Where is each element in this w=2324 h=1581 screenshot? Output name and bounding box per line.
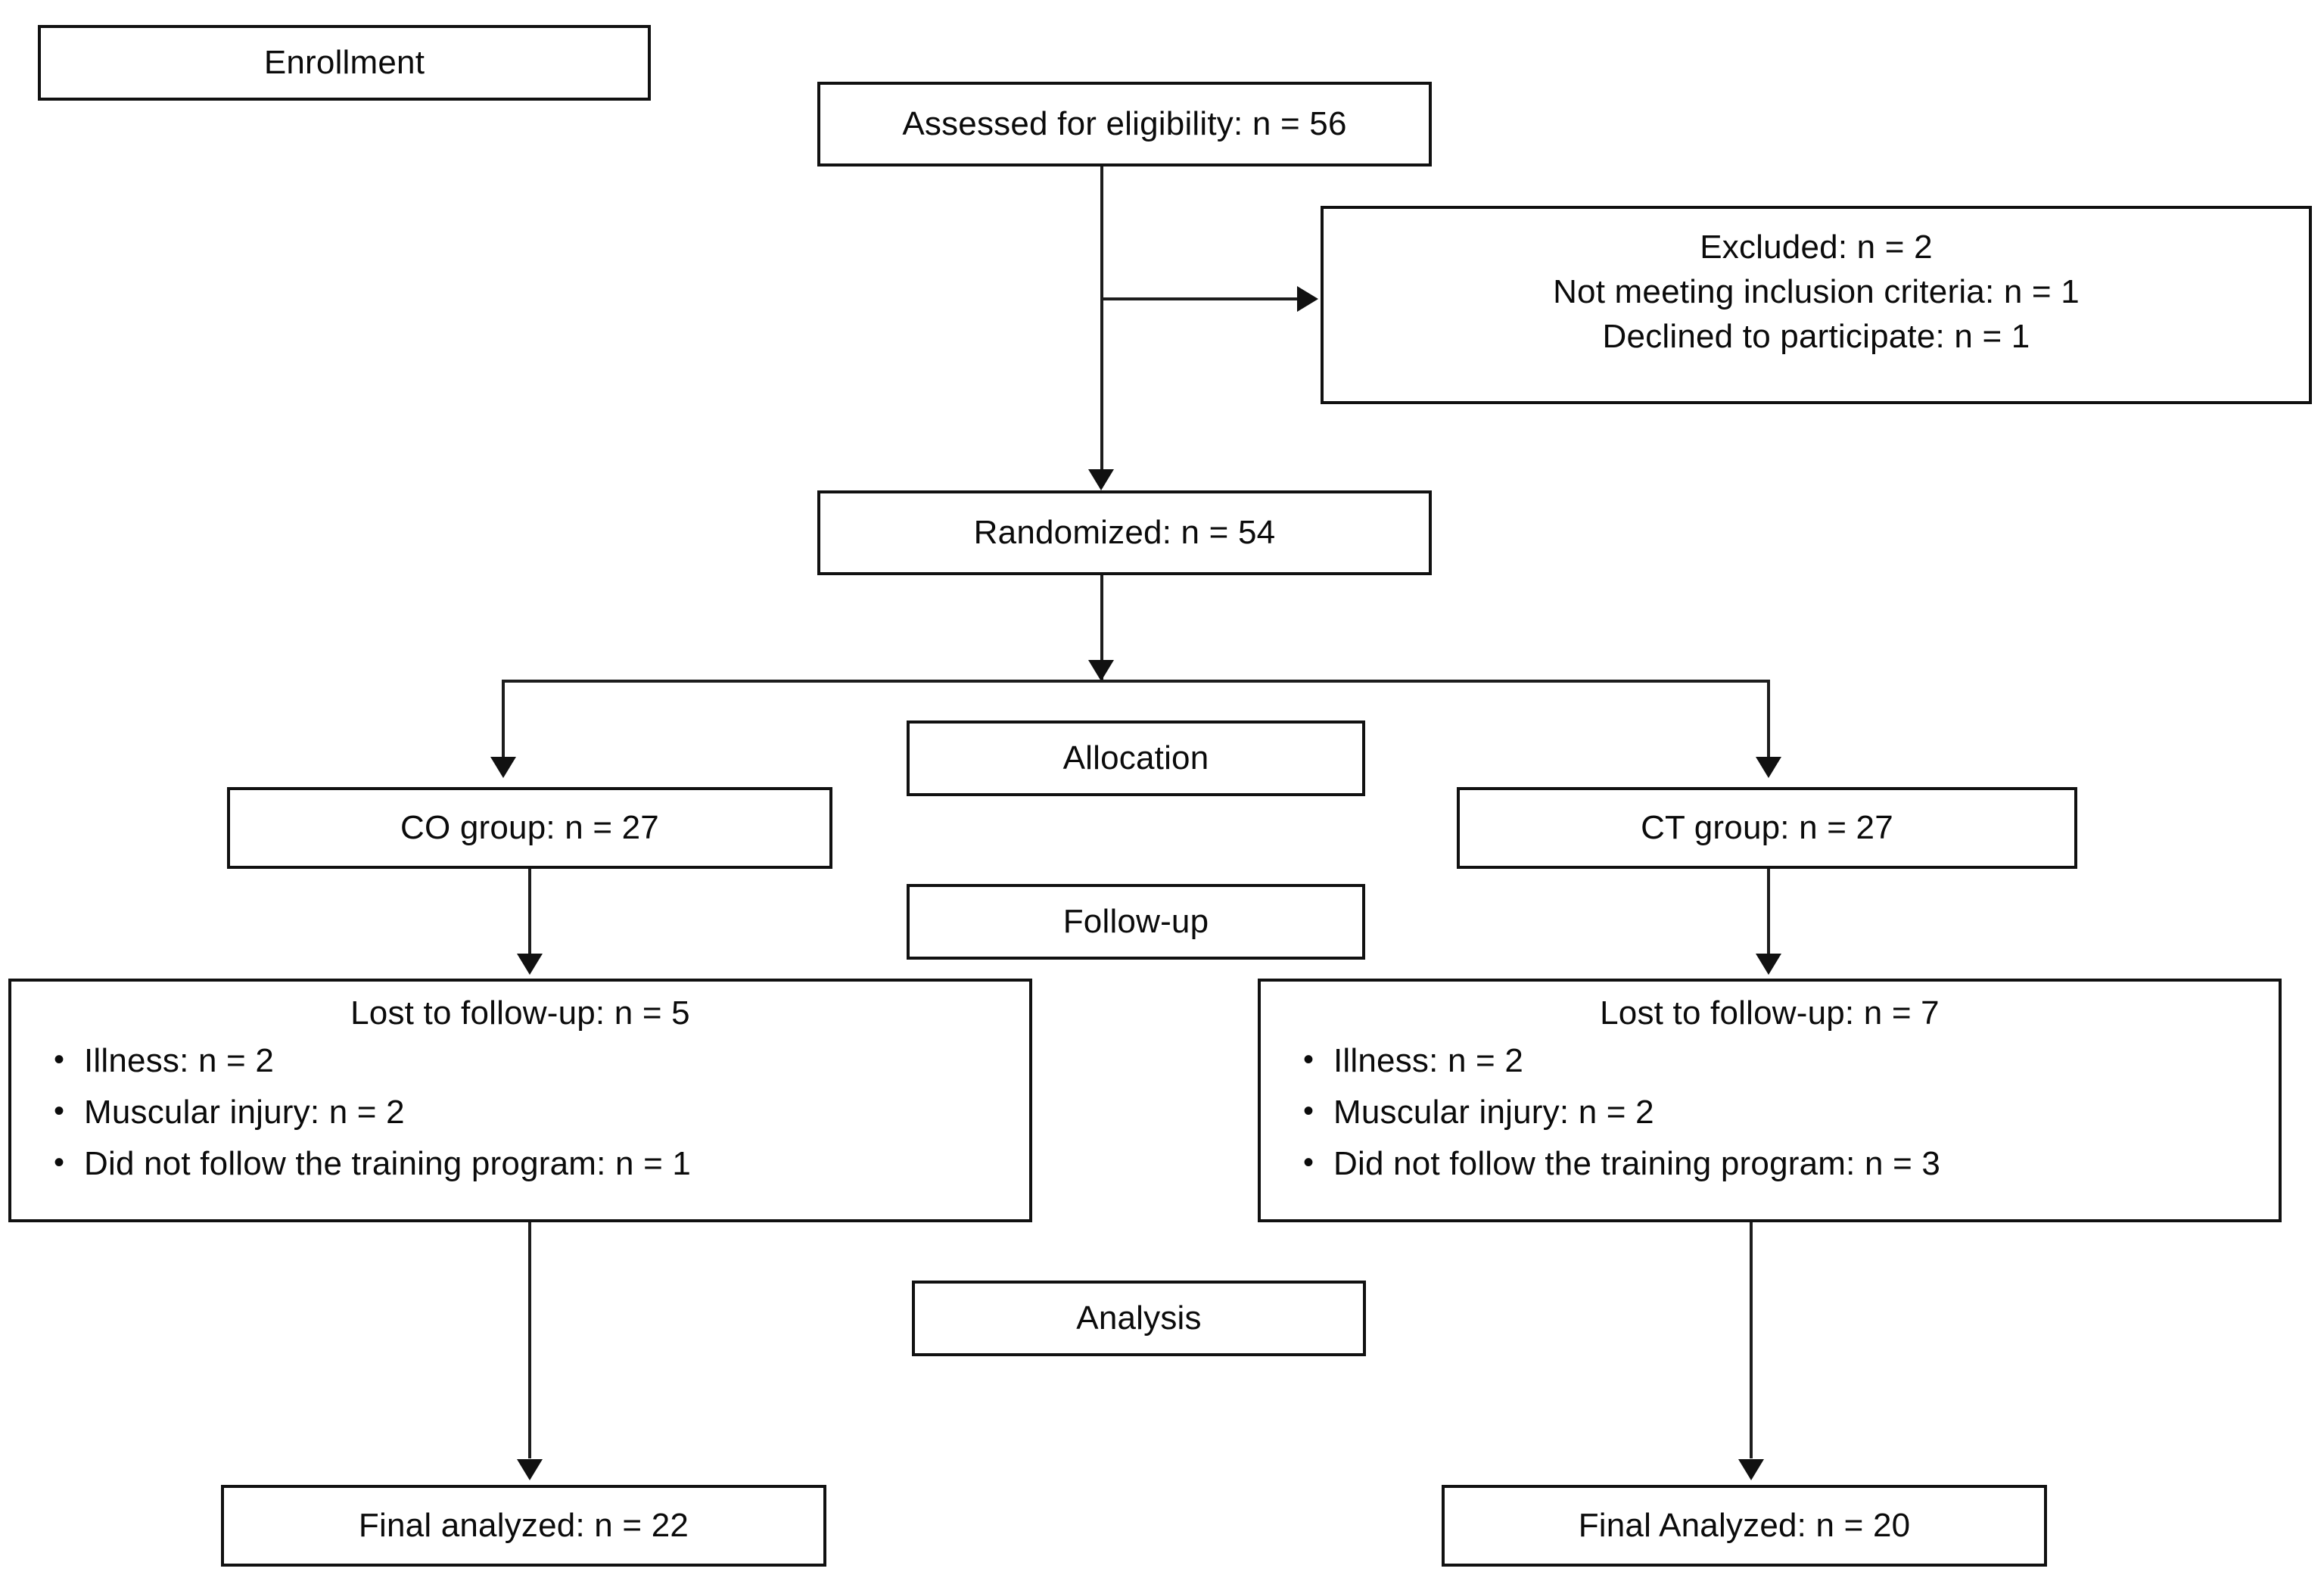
node-ct-group-text: CT group: n = 27 — [1641, 808, 1893, 846]
connector-split-to-ct-group — [1767, 680, 1770, 763]
node-excluded-line-1: Excluded: n = 2 — [1700, 229, 1933, 266]
node-lost-co-list: • Illness: n = 2 • Muscular injury: n = … — [25, 1041, 1016, 1184]
arrow-to-excluded-icon — [1297, 286, 1318, 312]
bullet-icon: • — [1303, 1094, 1314, 1128]
stage-label-analysis-text: Analysis — [1076, 1299, 1202, 1337]
node-assessed-for-eligibility: Assessed for eligibility: n = 56 — [817, 82, 1432, 167]
node-excluded: Excluded: n = 2 Not meeting inclusion cr… — [1321, 206, 2312, 404]
list-item-label: Muscular injury: n = 2 — [84, 1093, 405, 1131]
list-item-label: Illness: n = 2 — [1333, 1041, 1524, 1079]
node-lost-to-followup-ct: Lost to follow-up: n = 7 • Illness: n = … — [1258, 979, 2282, 1222]
arrow-to-co-group-icon — [490, 757, 516, 778]
node-lost-co-title: Lost to follow-up: n = 5 — [350, 994, 690, 1032]
stage-label-followup-text: Follow-up — [1062, 902, 1209, 940]
list-item: • Illness: n = 2 — [51, 1041, 1016, 1081]
bullet-icon: • — [54, 1042, 65, 1076]
node-lost-ct-title: Lost to follow-up: n = 7 — [1600, 994, 1940, 1032]
node-co-group: CO group: n = 27 — [227, 787, 832, 869]
node-randomized: Randomized: n = 54 — [817, 490, 1432, 575]
node-final-analyzed-ct: Final Analyzed: n = 20 — [1442, 1485, 2047, 1567]
arrow-to-ct-group-icon — [1756, 757, 1781, 778]
list-item: • Illness: n = 2 — [1300, 1041, 2265, 1081]
node-final-analyzed-co: Final analyzed: n = 22 — [221, 1485, 826, 1567]
list-item: • Muscular injury: n = 2 — [1300, 1093, 2265, 1132]
stage-label-analysis: Analysis — [912, 1281, 1366, 1356]
node-lost-to-followup-co: Lost to follow-up: n = 5 • Illness: n = … — [8, 979, 1032, 1222]
bullet-icon: • — [1303, 1145, 1314, 1179]
bullet-icon: • — [1303, 1042, 1314, 1076]
node-final-analyzed-co-text: Final analyzed: n = 22 — [358, 1506, 689, 1544]
arrow-lost-co-to-final-icon — [517, 1459, 543, 1480]
arrow-assessed-to-randomized-icon — [1088, 469, 1114, 490]
connector-ct-group-to-lost — [1767, 869, 1770, 958]
list-item-label: Did not follow the training program: n =… — [84, 1144, 692, 1182]
bullet-icon: • — [54, 1094, 65, 1128]
connector-lost-ct-to-final — [1750, 1222, 1753, 1458]
arrow-ct-group-to-lost-icon — [1756, 954, 1781, 975]
node-assessed-text: Assessed for eligibility: n = 56 — [902, 104, 1347, 142]
stage-label-allocation-text: Allocation — [1062, 739, 1209, 776]
node-co-group-text: CO group: n = 27 — [400, 808, 659, 846]
node-lost-ct-list: • Illness: n = 2 • Muscular injury: n = … — [1274, 1041, 2265, 1184]
list-item-label: Did not follow the training program: n =… — [1333, 1144, 1941, 1182]
connector-split-to-co-group — [502, 680, 505, 763]
list-item-label: Muscular injury: n = 2 — [1333, 1093, 1654, 1131]
node-ct-group: CT group: n = 27 — [1457, 787, 2077, 869]
bullet-icon: • — [54, 1145, 65, 1179]
stage-label-allocation: Allocation — [907, 720, 1365, 796]
connector-lost-co-to-final — [528, 1222, 531, 1458]
arrow-randomized-split-icon — [1088, 660, 1114, 681]
connector-assessed-stem — [1100, 167, 1103, 484]
arrow-lost-ct-to-final-icon — [1738, 1459, 1764, 1480]
connector-co-group-to-lost — [528, 869, 531, 958]
connector-allocation-split-bar — [502, 680, 1770, 683]
list-item-label: Illness: n = 2 — [84, 1041, 275, 1079]
stage-label-enrollment-text: Enrollment — [263, 43, 425, 81]
stage-label-enrollment: Enrollment — [38, 25, 651, 101]
arrow-co-group-to-lost-icon — [517, 954, 543, 975]
node-final-analyzed-ct-text: Final Analyzed: n = 20 — [1578, 1506, 1911, 1544]
connector-assessed-to-excluded — [1100, 297, 1300, 300]
node-excluded-line-3: Declined to participate: n = 1 — [1602, 317, 2030, 355]
node-randomized-text: Randomized: n = 54 — [973, 513, 1276, 551]
list-item: • Did not follow the training program: n… — [1300, 1144, 2265, 1184]
node-excluded-line-2: Not meeting inclusion criteria: n = 1 — [1553, 272, 2080, 310]
list-item: • Muscular injury: n = 2 — [51, 1093, 1016, 1132]
connector-randomized-stem — [1100, 575, 1103, 683]
stage-label-followup: Follow-up — [907, 884, 1365, 960]
list-item: • Did not follow the training program: n… — [51, 1144, 1016, 1184]
